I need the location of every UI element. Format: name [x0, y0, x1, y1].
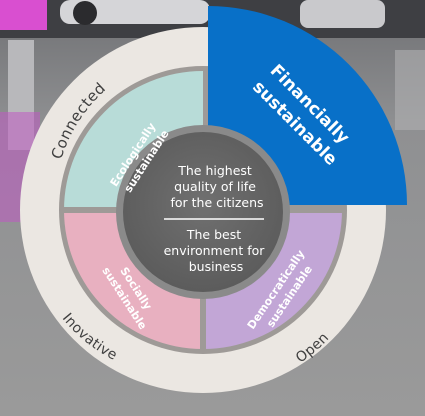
center-top-text: The highest quality of life for the citi… — [170, 163, 263, 210]
center-circle — [116, 125, 290, 299]
center-bottom-line-2: environment for — [164, 243, 266, 258]
center-bottom-line-1: The best — [186, 227, 241, 242]
center-top-line-2: quality of life — [174, 179, 256, 194]
center-top-line-1: The highest — [177, 163, 252, 178]
center-bottom-text: The best environment for business — [164, 227, 269, 274]
center-top-line-3: for the citizens — [170, 195, 263, 210]
center-bottom-line-3: business — [189, 259, 243, 274]
